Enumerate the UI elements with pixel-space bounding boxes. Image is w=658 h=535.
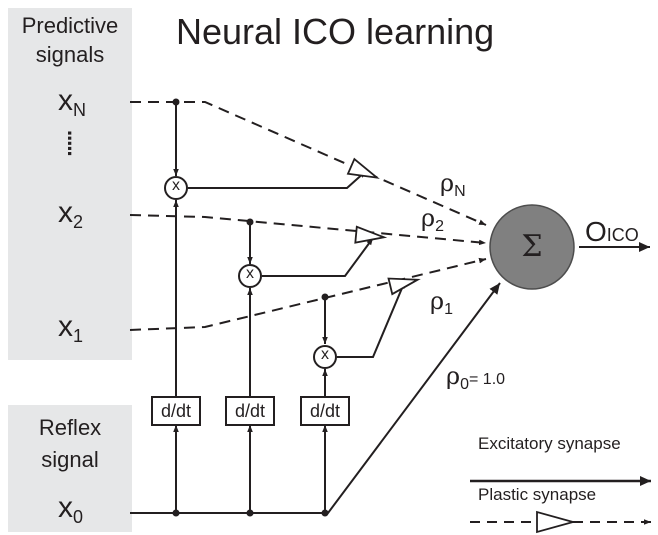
weight-label-rho0: ρ0= 1.0 [446, 362, 506, 393]
derivative-label-1: d/dt [160, 401, 192, 421]
reflex-signal-panel [8, 405, 132, 532]
plastic-synapse-1 [387, 277, 421, 296]
reflex-title-line2: signal [41, 447, 99, 472]
mult3-to-synapse [337, 280, 406, 358]
plastic-synapse-N [346, 157, 380, 179]
multiplier-symbol-2: x [246, 265, 254, 282]
junction-dot [246, 218, 254, 226]
input-x2-line [129, 214, 487, 246]
derivative-box-1 [151, 396, 201, 426]
derivative-box-2 [225, 396, 275, 426]
reflex-title-line1: Reflex [38, 415, 102, 440]
input-label-x0: x0 [58, 491, 84, 527]
legend-excitatory-label: Excitatory synapse [478, 434, 621, 453]
predictive-title-line2: signals [35, 42, 105, 67]
multiplier-1 [164, 176, 188, 200]
weight-label-rhoN: ρN [440, 169, 466, 200]
predictive-title-line1: Predictive [21, 13, 119, 38]
multiplier-3 [313, 345, 337, 369]
sum-symbol: Σ [521, 229, 543, 264]
sum-neuron [489, 204, 575, 290]
input-label-x2: x2 [58, 196, 84, 232]
derivative-label-3: d/dt [309, 401, 341, 421]
junction-dot [172, 98, 180, 106]
junction-dot [321, 509, 329, 517]
weight-label-rho2: ρ2 [421, 204, 445, 235]
output-label: OICO [585, 216, 639, 247]
input-label-x1: x1 [58, 310, 84, 346]
derivative-label-2: d/dt [234, 401, 266, 421]
junction-dot [172, 509, 180, 517]
multiplier-2 [238, 264, 262, 288]
plastic-synapse-2 [354, 225, 388, 244]
mult1-to-synapse [188, 170, 367, 189]
legend-plastic-label: Plastic synapse [478, 485, 597, 504]
junction-dot [246, 509, 254, 517]
multiplier-symbol-3: x [321, 346, 329, 363]
legend-plastic-triangle [536, 510, 577, 534]
derivative-box-3 [300, 396, 350, 426]
junction-dot [321, 293, 329, 301]
ellipsis-vertical: ..... [63, 130, 88, 156]
mult2-to-synapse [262, 237, 374, 277]
input-x1-line [129, 257, 487, 331]
diagram-title: Neural ICO learning [176, 11, 495, 52]
predictive-signals-panel [8, 8, 132, 360]
input-xN-line [130, 101, 487, 226]
input-label-xN: xN [58, 84, 86, 120]
weight-label-rho1: ρ1 [430, 287, 454, 318]
multiplier-symbol-1: x [172, 177, 180, 194]
